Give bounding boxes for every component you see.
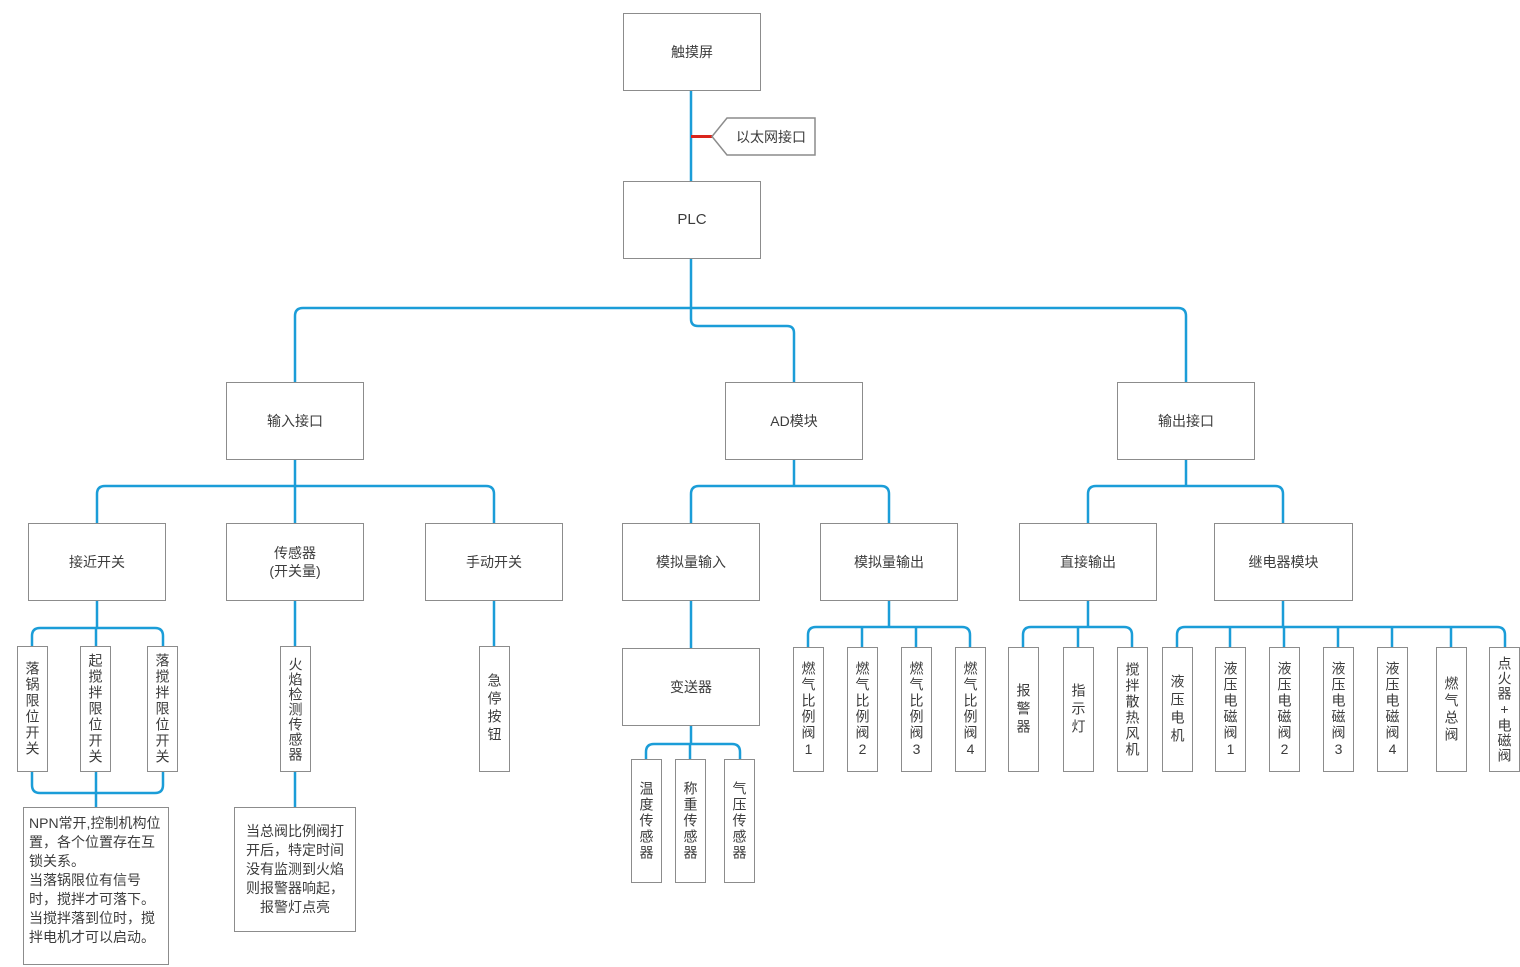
node-gas-prop-valve-4: 燃气比例阀4: [955, 647, 986, 772]
analog-output-connector: [806, 601, 972, 647]
node-sensor-switch: 传感器 (开关量): [226, 523, 364, 601]
node-hydraulic-valve-3: 液压电磁阀3: [1323, 647, 1354, 772]
node-alarm: 报警器: [1008, 647, 1039, 772]
node-plc: PLC: [623, 181, 761, 259]
proximity-switch-connector: [30, 601, 165, 646]
node-temp-sensor: 温度传感器: [631, 759, 662, 883]
node-estop-button: 急停按钮: [479, 646, 510, 772]
node-flame-detect-sensor: 火焰检测传感器: [280, 646, 311, 772]
node-hydraulic-valve-2: 液压电磁阀2: [1269, 647, 1300, 772]
note-proximity-interlock: NPN常开,控制机构位置，各个位置存在互锁关系。 当落锅限位有信号时，搅拌才可落…: [23, 807, 169, 965]
node-relay-module: 继电器模块: [1214, 523, 1353, 601]
node-gas-prop-valve-1: 燃气比例阀1: [793, 647, 824, 772]
node-pot-drop-limit-switch: 落锅限位开关: [17, 646, 48, 772]
node-gas-main-valve: 燃气总阀: [1436, 647, 1467, 772]
node-proximity-switch: 接近开关: [28, 523, 166, 601]
node-analog-output: 模拟量输出: [820, 523, 958, 601]
node-pressure-sensor: 气压传感器: [724, 759, 755, 883]
node-hydraulic-motor: 液压电机: [1162, 647, 1193, 772]
node-input-interface: 输入接口: [226, 382, 364, 460]
transmitter-sensors-connector: [644, 726, 742, 759]
node-stir-drop-limit-switch: 落搅拌限位开关: [147, 646, 178, 772]
direct-output-connector: [1021, 601, 1134, 647]
node-hydraulic-valve-4: 液压电磁阀4: [1377, 647, 1408, 772]
node-touchscreen: 触摸屏: [623, 13, 761, 91]
node-ad-module: AD模块: [725, 382, 863, 460]
node-gas-prop-valve-2: 燃气比例阀2: [847, 647, 878, 772]
node-hydraulic-valve-1: 液压电磁阀1: [1215, 647, 1246, 772]
ad-module-connector: [689, 460, 891, 523]
note-flame-alarm: 当总阀比例阀打开后，特定时间没有监测到火焰则报警器响起，报警灯点亮: [234, 807, 356, 932]
node-indicator-light: 指示灯: [1063, 647, 1094, 772]
node-transmitter: 变送器: [622, 648, 760, 726]
node-stir-raise-limit-switch: 起搅拌限位开关: [80, 646, 111, 772]
node-gas-prop-valve-3: 燃气比例阀3: [901, 647, 932, 772]
node-analog-input: 模拟量输入: [622, 523, 760, 601]
node-manual-switch: 手动开关: [425, 523, 563, 601]
node-weight-sensor: 称重传感器: [675, 759, 706, 883]
ethernet-callout-label: 以太网接口: [736, 128, 806, 145]
output-interface-connector: [1086, 460, 1285, 523]
node-stir-cooling-fan: 搅拌散热风机: [1117, 647, 1148, 772]
node-direct-output: 直接输出: [1019, 523, 1157, 601]
node-igniter-solenoid: 点火器+电磁阀: [1489, 647, 1520, 772]
relay-module-connector: [1175, 601, 1507, 647]
plc-branch-connector: [293, 258, 1188, 382]
node-output-interface: 输出接口: [1117, 382, 1255, 460]
input-interface-connector: [95, 460, 496, 523]
limit-switch-note-connector: [30, 772, 165, 807]
